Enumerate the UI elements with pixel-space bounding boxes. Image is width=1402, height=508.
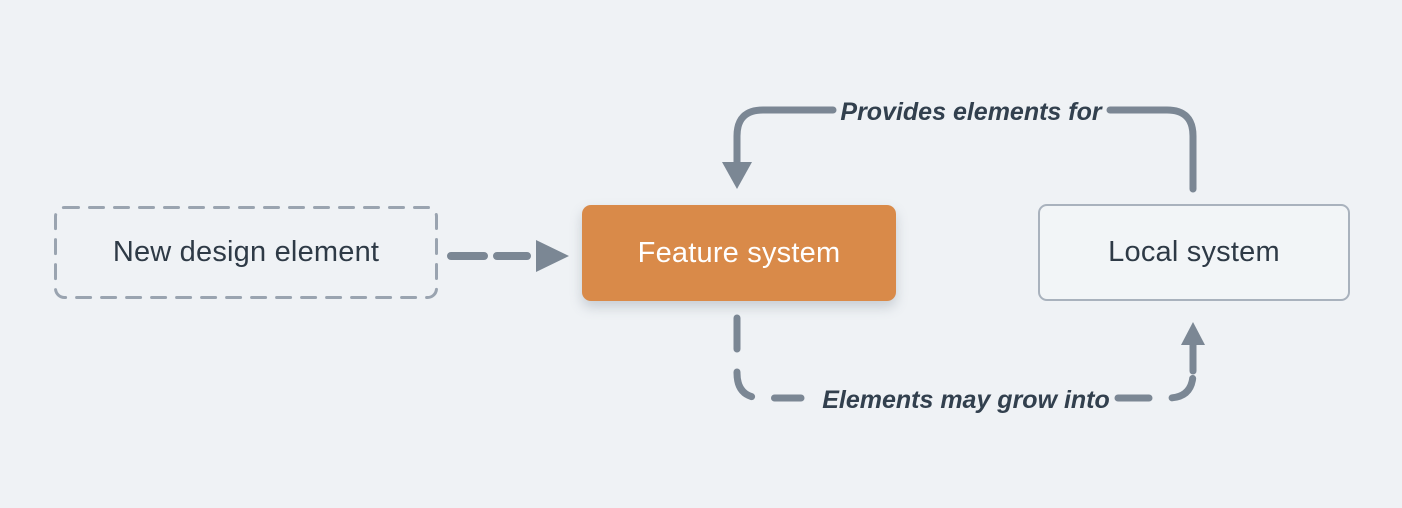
node-new-design-element-label: New design element bbox=[112, 236, 380, 268]
arrow-down-head-icon bbox=[722, 162, 752, 189]
edge-label-provides-elements-for: Provides elements for bbox=[840, 98, 1102, 126]
edge-grow-left-segment bbox=[733, 314, 805, 402]
node-local-system: Local system bbox=[1038, 204, 1350, 301]
node-feature-system: Feature system bbox=[582, 205, 896, 301]
edge-label-elements-may-grow-into: Elements may grow into bbox=[822, 386, 1110, 414]
node-feature-system-label: Feature system bbox=[637, 236, 841, 269]
edge-provides-left-segment bbox=[733, 106, 837, 167]
arrow-right-head-icon bbox=[536, 240, 569, 272]
edge-grow-right-segment bbox=[1114, 369, 1197, 402]
node-new-design-element: New design element bbox=[54, 206, 438, 299]
new-design-element-dashed-outline bbox=[54, 206, 438, 299]
node-local-system-label: Local system bbox=[1108, 236, 1280, 268]
arrow-up-head-icon bbox=[1181, 322, 1205, 345]
edge-provides-right-segment bbox=[1106, 106, 1197, 193]
